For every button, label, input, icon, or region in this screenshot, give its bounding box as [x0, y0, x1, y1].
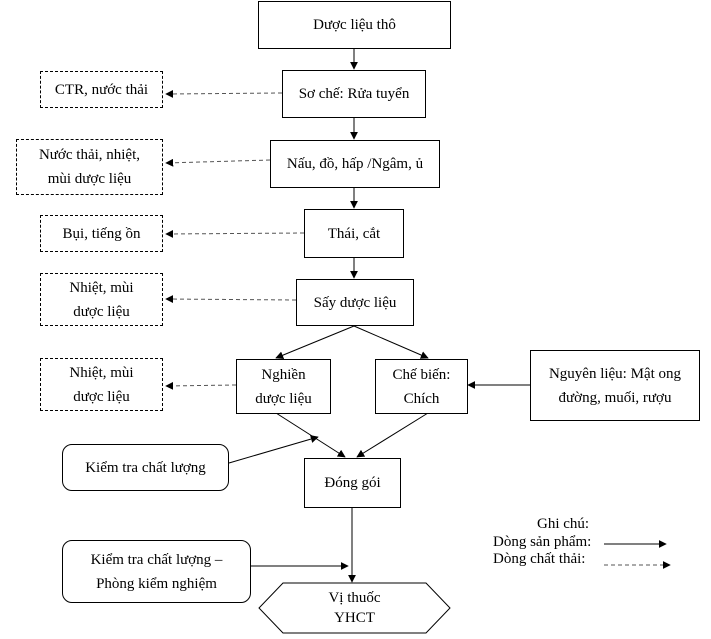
step-pack: Đóng gói: [304, 458, 401, 508]
arrow-qc1-to-flow: [228, 435, 319, 464]
quality-check-label: Kiểm tra chất lượng: [85, 459, 206, 476]
waste-heat-odor-drying: Nhiệt, mùi dược liệu: [40, 273, 163, 326]
waste-heat-odor-drying-line1: Nhiệt, mùi: [69, 279, 134, 296]
arrow-process-to-pack: [356, 412, 429, 458]
step-wash-label: Sơ chế: Rửa tuyển: [298, 86, 410, 102]
waste-solid-water-label: CTR, nước thải: [54, 81, 149, 98]
step-cook: Nấu, đồ, hấp /Ngâm, ủ: [270, 140, 440, 188]
quality-lab-check-line1: Kiểm tra chất lượng –: [90, 551, 223, 568]
step-grind: Nghiền dược liệu: [236, 359, 331, 414]
waste-dust-noise-label: Bụi, tiếng ồn: [62, 225, 141, 242]
arrow-grind-to-pack: [275, 412, 346, 458]
step-dry-label: Sấy dược liệu: [313, 294, 397, 311]
step-raw-material-label: Dược liệu thô: [313, 17, 396, 33]
step-process-line2: Chích: [403, 390, 440, 407]
waste-dust-noise: Bụi, tiếng ồn: [40, 215, 163, 252]
waste-heat-odor-grinding-line2: dược liệu: [73, 388, 130, 405]
waste-arrow-cook: [165, 158, 271, 167]
quality-check: Kiểm tra chất lượng: [62, 444, 229, 491]
waste-water-heat-line2: mùi dược liệu: [47, 171, 132, 187]
product-line2: YHCT: [334, 610, 375, 626]
step-raw-material: Dược liệu thô: [258, 1, 451, 49]
waste-water-heat: Nước thải, nhiệt, mùi dược liệu: [16, 139, 163, 195]
waste-arrow-wash: [165, 89, 283, 98]
waste-arrow-cut: [165, 229, 305, 238]
step-process: Chế biến: Chích: [375, 359, 468, 414]
waste-solid-water: CTR, nước thải: [40, 71, 163, 108]
arrow-dry-to-grind: [275, 325, 355, 359]
step-dry: Sấy dược liệu: [296, 279, 414, 326]
arrow-dry-to-process: [353, 325, 429, 359]
quality-lab-check: Kiểm tra chất lượng – Phòng kiểm nghiệm: [62, 540, 251, 603]
waste-heat-odor-grinding-line1: Nhiệt, mùi: [69, 364, 134, 381]
waste-water-heat-line1: Nước thải, nhiệt,: [38, 147, 141, 163]
step-grind-line2: dược liệu: [255, 390, 312, 407]
step-cut-label: Thái, cắt: [327, 225, 381, 242]
step-process-line1: Chế biến:: [392, 366, 451, 383]
legend-product-flow: Dòng sản phẩm:: [493, 534, 592, 550]
step-cut: Thái, cắt: [304, 209, 404, 258]
input-materials-line1: Nguyên liệu: Mật ong: [548, 365, 682, 382]
legend-waste-flow: Dòng chất thải:: [493, 551, 586, 567]
step-grind-line1: Nghiền: [261, 366, 306, 383]
product-hexagon: [258, 582, 451, 634]
step-wash: Sơ chế: Rửa tuyển: [282, 70, 426, 118]
step-pack-label: Đóng gói: [324, 475, 381, 491]
waste-heat-odor-grinding: Nhiệt, mùi dược liệu: [40, 358, 163, 411]
input-materials: Nguyên liệu: Mật ong đường, muối, rượu: [530, 350, 700, 421]
product-label: Vị thuốc YHCT: [258, 588, 451, 628]
quality-lab-check-line2: Phòng kiểm nghiệm: [96, 575, 217, 592]
step-cook-label: Nấu, đồ, hấp /Ngâm, ủ: [286, 156, 424, 172]
waste-heat-odor-drying-line2: dược liệu: [73, 303, 130, 320]
waste-arrow-grind: [165, 381, 237, 390]
waste-arrow-dry: [165, 295, 297, 304]
legend-title: Ghi chú:: [537, 516, 590, 532]
product-line1: Vị thuốc: [328, 590, 381, 606]
input-materials-line2: đường, muối, rượu: [558, 389, 672, 406]
